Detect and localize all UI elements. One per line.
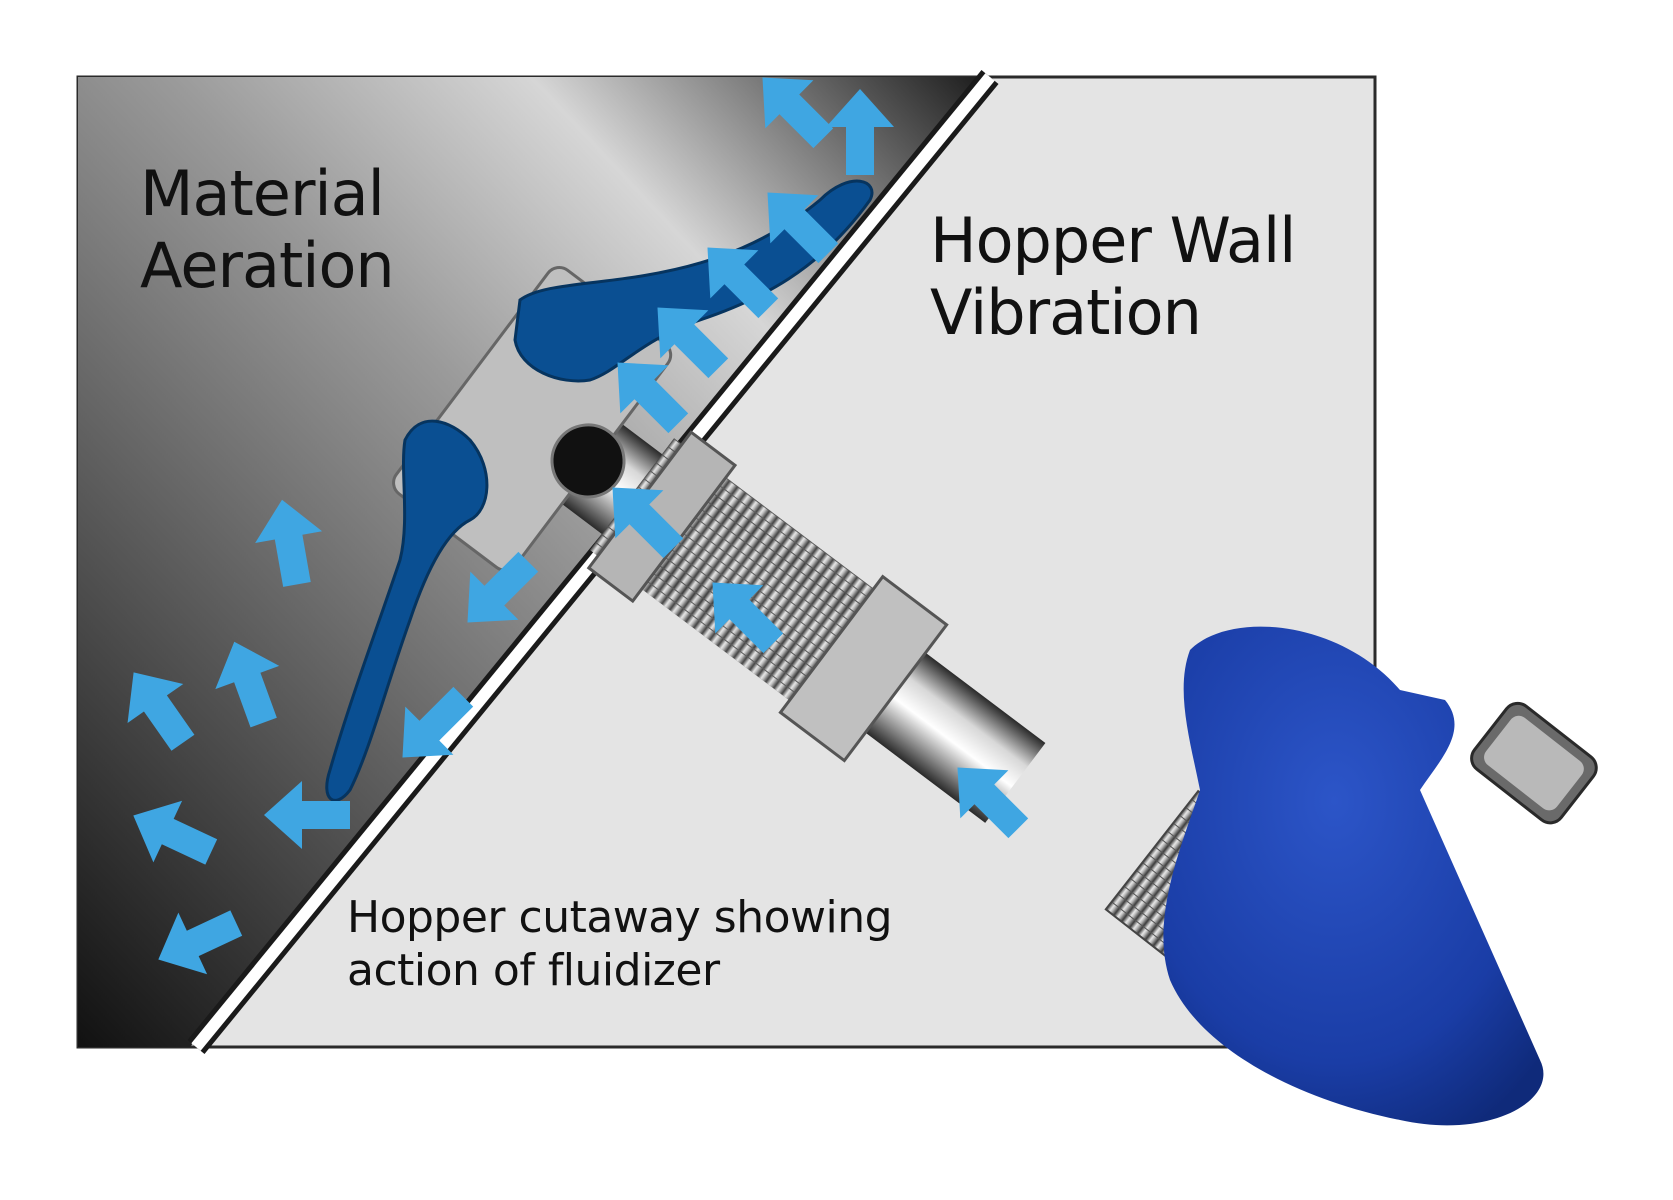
- seal-flap-lower: [325, 419, 489, 802]
- poppet-ball: [550, 423, 626, 499]
- hopper-wall-vibration-label: Hopper Wall Vibration: [930, 204, 1296, 349]
- hopper-wall-vibration-line-2: Vibration: [930, 275, 1202, 349]
- flow-arrows: [127, 77, 1029, 975]
- flow-arrow-icon: [133, 800, 218, 865]
- flow-arrow-icon: [158, 910, 243, 975]
- fluidizer-cone: [1163, 626, 1598, 1126]
- flow-arrow-icon: [826, 89, 894, 175]
- flow-arrow-icon: [707, 247, 779, 319]
- flow-arrow-icon: [762, 77, 834, 149]
- hex-nut-lower: [778, 574, 949, 763]
- flow-arrow-icon: [215, 641, 280, 728]
- flow-arrow-icon: [957, 767, 1029, 839]
- caption-line-1: Hopper cutaway showing: [347, 892, 893, 943]
- material-aeration-label: Material Aeration: [140, 157, 395, 302]
- cone-cap: [1470, 701, 1598, 825]
- flow-arrow-icon: [612, 487, 684, 559]
- hopper-wall-vibration-line-1: Hopper Wall: [930, 204, 1296, 277]
- flow-arrow-icon: [657, 307, 729, 379]
- material-aeration-line-1: Material: [140, 157, 385, 230]
- caption-line-2: action of fluidizer: [347, 944, 720, 996]
- flow-arrow-icon: [467, 551, 539, 623]
- flow-arrow-icon: [402, 686, 474, 758]
- caption-label: Hopper cutaway showing action of fluidiz…: [347, 892, 893, 998]
- flow-arrow-icon: [767, 192, 839, 264]
- flow-arrow-icon: [264, 781, 350, 849]
- flow-arrow-icon: [255, 499, 323, 587]
- flow-arrow-icon: [712, 582, 784, 654]
- flow-arrow-icon: [127, 672, 195, 751]
- material-aeration-line-2: Aeration: [140, 228, 395, 302]
- flow-arrow-icon: [617, 362, 689, 434]
